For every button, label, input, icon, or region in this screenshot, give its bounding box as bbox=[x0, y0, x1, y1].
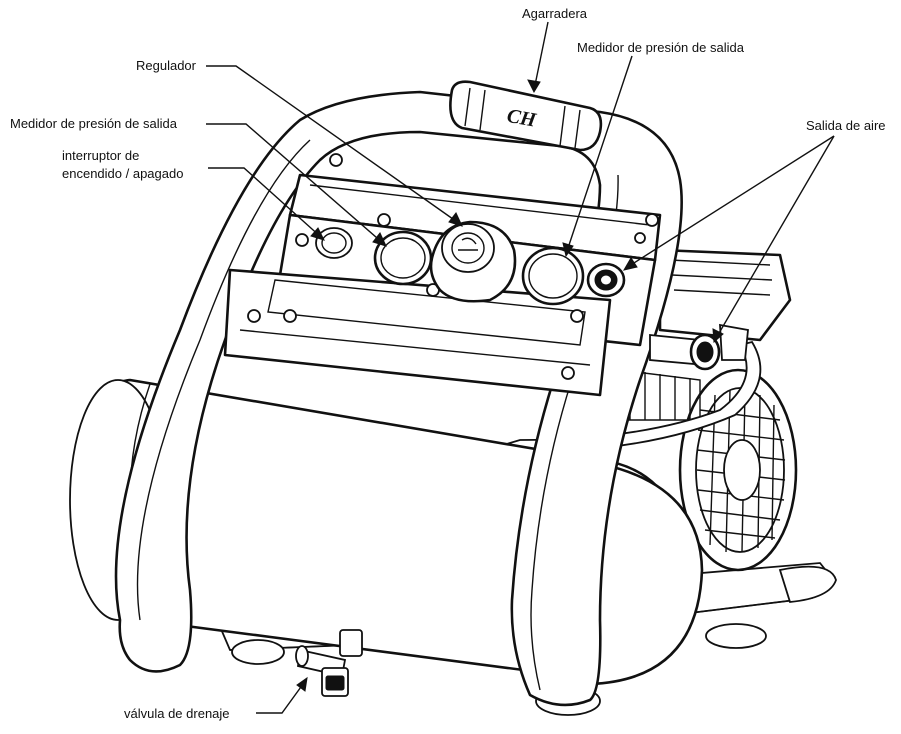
control-panel bbox=[223, 153, 662, 397]
handle-grip: CH bbox=[449, 80, 603, 152]
compressor-illustration: CH bbox=[69, 80, 837, 716]
air-outlet-label: Salida de aire bbox=[806, 118, 886, 133]
switch-leader bbox=[208, 167, 323, 239]
motor-assembly bbox=[619, 248, 798, 572]
handle-label: Agarradera bbox=[522, 6, 588, 21]
drain-valve-label: válvula de drenaje bbox=[124, 706, 230, 721]
tank-gauge-label: Medidor de presión de salida bbox=[10, 116, 178, 131]
gauge-icon bbox=[521, 246, 585, 306]
switch-label-line2: encendido / apagado bbox=[62, 166, 183, 181]
air-coupler-icon bbox=[649, 323, 749, 371]
outlet-gauge-label: Medidor de presión de salida bbox=[577, 40, 745, 55]
handle-logo: CH bbox=[505, 105, 539, 132]
drain-valve bbox=[295, 629, 363, 697]
regulator-label: Regulador bbox=[136, 58, 197, 73]
switch-label-line1: interruptor de bbox=[62, 148, 139, 163]
handle-leader bbox=[533, 21, 549, 91]
tank-gauge-leader bbox=[206, 123, 385, 245]
air-outlet-leader-2 bbox=[714, 135, 835, 341]
regulator-knob-icon bbox=[429, 220, 517, 303]
outlet-gauge-leader bbox=[565, 55, 633, 255]
panel-screws bbox=[247, 153, 659, 380]
power-switch-icon bbox=[315, 227, 353, 259]
air-outlet-leader-1 bbox=[625, 135, 835, 269]
drain-leader bbox=[256, 679, 307, 714]
regulator-leader bbox=[206, 65, 461, 225]
callout-labels: Agarradera Medidor de presión de salida … bbox=[10, 6, 886, 721]
callout-lines bbox=[206, 21, 835, 714]
roll-cage bbox=[114, 90, 683, 707]
air-coupler-icon bbox=[586, 262, 626, 298]
